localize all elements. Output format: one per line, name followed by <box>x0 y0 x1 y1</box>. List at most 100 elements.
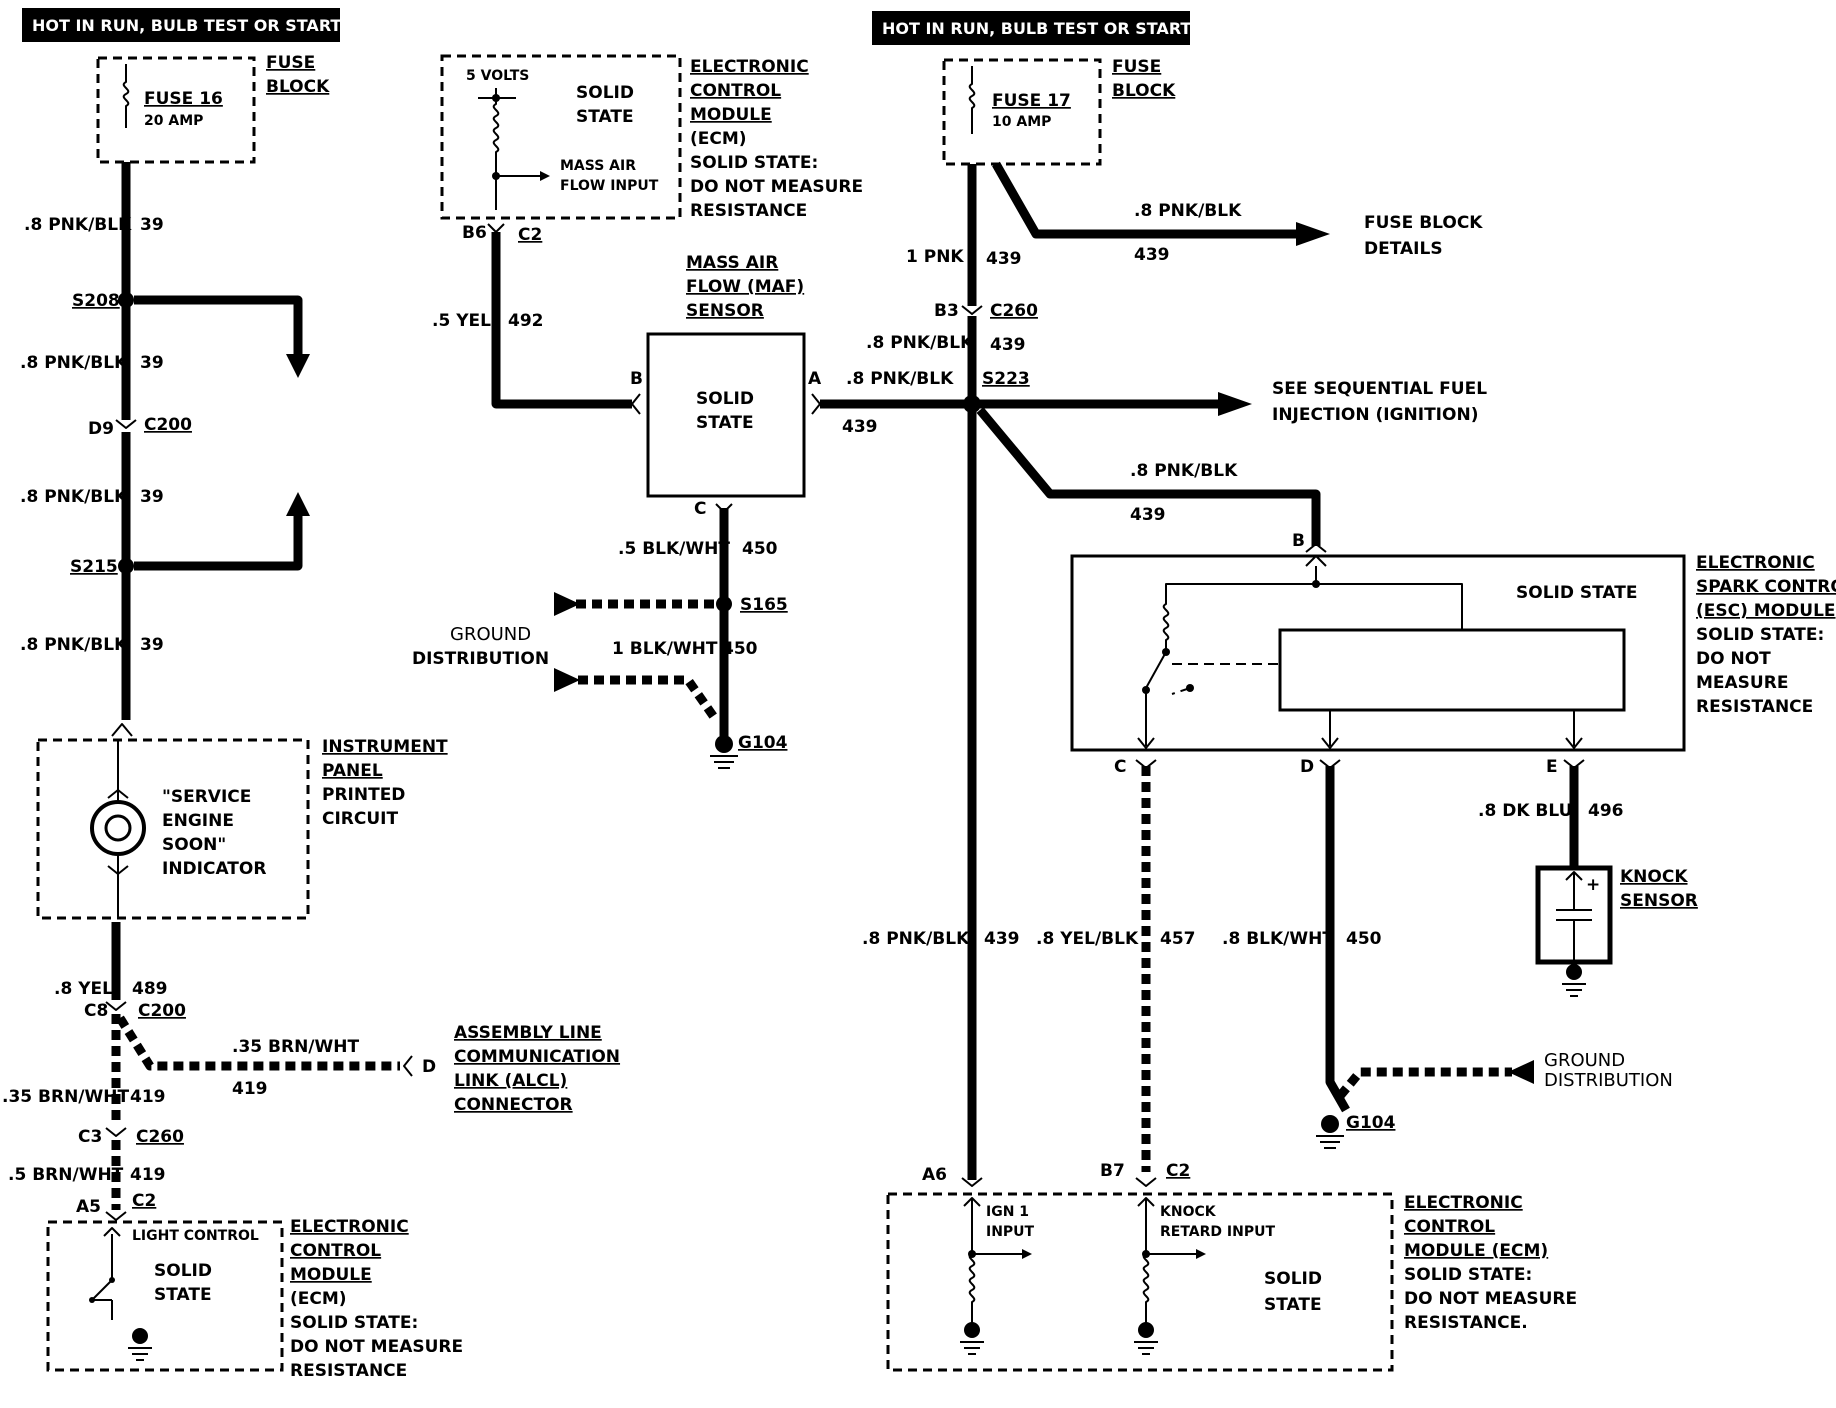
ground-dist-r-label-1: GROUND <box>1544 1050 1625 1071</box>
maf-label-1: MASS AIR <box>686 253 778 273</box>
ground-dist-r-label-2: DISTRIBUTION <box>1544 1070 1673 1091</box>
knock-sensor-label-2: SENSOR <box>1620 891 1698 911</box>
indicator-label-3: SOON" <box>162 835 226 855</box>
sfi-label-2: INJECTION (IGNITION) <box>1272 405 1478 425</box>
service-engine-soon-bulb-icon <box>90 800 146 856</box>
wire-492 <box>491 232 632 409</box>
wire-439-maf-label: .8 PNK/BLK <box>846 369 954 389</box>
fuse-17-icon <box>968 66 976 134</box>
esc-label-7: RESISTANCE <box>1696 697 1813 717</box>
right-circuit: FUSE 17 10 AMP FUSE BLOCK .8 PNK/BLK 439… <box>820 57 1836 1372</box>
ground-g104-label: G104 <box>738 733 788 753</box>
wire-g104r-dist <box>1336 1067 1512 1099</box>
wire-439-main-b-label: .8 PNK/BLK <box>866 333 974 353</box>
wire-39-d-num: 39 <box>140 635 164 655</box>
alcl-wire-num: 419 <box>232 1079 268 1099</box>
alcl-pin: D <box>422 1057 436 1077</box>
wire-492-num: 492 <box>508 311 544 331</box>
ecm-maf-label-3: MODULE <box>690 105 772 125</box>
ecm-right-label-2: CONTROL <box>1404 1217 1495 1237</box>
connector-c200-label: C200 <box>144 415 192 435</box>
ecm-right-ign-1: IGN 1 <box>986 1204 1029 1220</box>
fuse-block-17-label-2: BLOCK <box>1112 81 1176 101</box>
ecm-maf-label-6: DO NOT MEASURE <box>690 177 863 197</box>
maf-sensor-box <box>646 332 806 498</box>
wire-450-r <box>1325 766 1350 1113</box>
esc-pin-e: E <box>1546 757 1558 777</box>
wire-439-fbd <box>992 161 1300 239</box>
alcl-label-2: COMMUNICATION <box>454 1047 620 1067</box>
maf-label-2: FLOW (MAF) <box>686 277 804 297</box>
wire-419-a-num: 419 <box>130 1087 166 1107</box>
ecm-left-label-6: DO NOT MEASURE <box>290 1337 463 1357</box>
wire-39-c-num: 39 <box>140 487 164 507</box>
wire-s208-branch <box>134 295 303 358</box>
wire-439-main-b-num: 439 <box>990 335 1026 355</box>
fuse-17-rating: 10 AMP <box>992 114 1051 130</box>
ecm-right-label-3: MODULE (ECM) <box>1404 1241 1548 1261</box>
ipc-label-3: PRINTED <box>322 785 405 805</box>
connector-c260-label: C260 <box>136 1127 184 1147</box>
maf-pin-c: C <box>694 499 706 519</box>
connector-c200b-icon <box>105 1001 127 1011</box>
splice-s165-icon <box>716 596 732 612</box>
arrow-right-sfi-icon <box>1218 392 1252 416</box>
ipc-label-2: PANEL <box>322 761 383 781</box>
ecm-right-knock-resistor-icon <box>1137 1197 1155 1326</box>
wire-439-fbd-label: .8 PNK/BLK <box>1134 201 1242 221</box>
ecm-right-knock-1: KNOCK <box>1160 1204 1217 1220</box>
indicator-label-2: ENGINE <box>162 811 234 831</box>
splice-s223-label: S223 <box>982 369 1030 389</box>
ipc-label-1: INSTRUMENT <box>322 737 448 757</box>
maf-ss-2: STATE <box>696 413 754 433</box>
ecm-maf-conn: C2 <box>518 225 542 245</box>
wire-450-a-label: .5 BLK/WHT <box>618 539 730 559</box>
wire-419-b-num: 419 <box>130 1165 166 1185</box>
ecm-maf-label-4: (ECM) <box>690 129 747 149</box>
esc-label-5: DO NOT <box>1696 649 1771 669</box>
splice-s208-icon <box>118 292 134 308</box>
wire-s215-branch <box>134 514 303 571</box>
wire-39-b-num: 39 <box>140 353 164 373</box>
esc-label-2: SPARK CONTROL <box>1696 577 1836 597</box>
wire-439-maf-num: 439 <box>842 417 878 437</box>
ecm-maf-conn-icon <box>487 223 505 233</box>
splice-s215-label: S215 <box>70 557 118 577</box>
ecm-maf-pin: B6 <box>462 223 487 243</box>
ground-dist-arrow-r-icon <box>1508 1060 1534 1084</box>
header-left-text: HOT IN RUN, BULB TEST OR START <box>32 16 341 35</box>
esc-pin-d: D <box>1300 757 1314 777</box>
ecm-left-switch-icon <box>91 1234 113 1320</box>
wire-450-b-label: 1 BLK/WHT <box>612 639 718 659</box>
splice-s208-label: S208 <box>72 291 120 311</box>
knock-sensor-plus: + <box>1586 875 1600 895</box>
sfi-label-1: SEE SEQUENTIAL FUEL <box>1272 379 1487 399</box>
ground-dist-label-1: GROUND <box>450 624 531 645</box>
ecm-maf-ss-2: STATE <box>576 107 634 127</box>
ecm-left-label-5: SOLID STATE: <box>290 1313 418 1333</box>
ground-dist-arrow-2-icon <box>554 668 580 692</box>
ecm-left-ss-1: SOLID <box>154 1261 212 1281</box>
knock-sensor-ground-icon <box>1566 964 1582 980</box>
alcl-label-3: LINK (ALCL) <box>454 1071 567 1091</box>
wire-39-b-label: .8 PNK/BLK <box>20 353 128 373</box>
splice-s165-label: S165 <box>740 595 788 615</box>
wire-496-label: .8 DK BLU <box>1478 801 1572 821</box>
ecm-right-pin-b7: B7 <box>1100 1161 1125 1181</box>
ecm-maf-resistor-icon <box>478 88 516 210</box>
wire-489-label: .8 YEL <box>54 979 113 999</box>
indicator-label-4: INDICATOR <box>162 859 266 879</box>
splice-s223-icon <box>963 395 981 413</box>
wire-419-alcl <box>116 1015 400 1071</box>
splice-s215-icon <box>118 558 134 574</box>
ecm-right-conn: C2 <box>1166 1161 1190 1181</box>
alcl-label-4: CONNECTOR <box>454 1095 573 1115</box>
wire-439-fbd-num: 439 <box>1134 245 1170 265</box>
connector-c200-pin: D9 <box>88 419 114 439</box>
wire-450-r-num: 450 <box>1346 929 1382 949</box>
ecm-left-label-2: CONTROL <box>290 1241 381 1261</box>
ecm-right-label-1: ELECTRONIC <box>1404 1193 1523 1213</box>
connector-c260-pin: C3 <box>78 1127 102 1147</box>
fuse-16-icon <box>122 64 130 128</box>
alcl-wire-label: .35 BRN/WHT <box>232 1037 359 1057</box>
